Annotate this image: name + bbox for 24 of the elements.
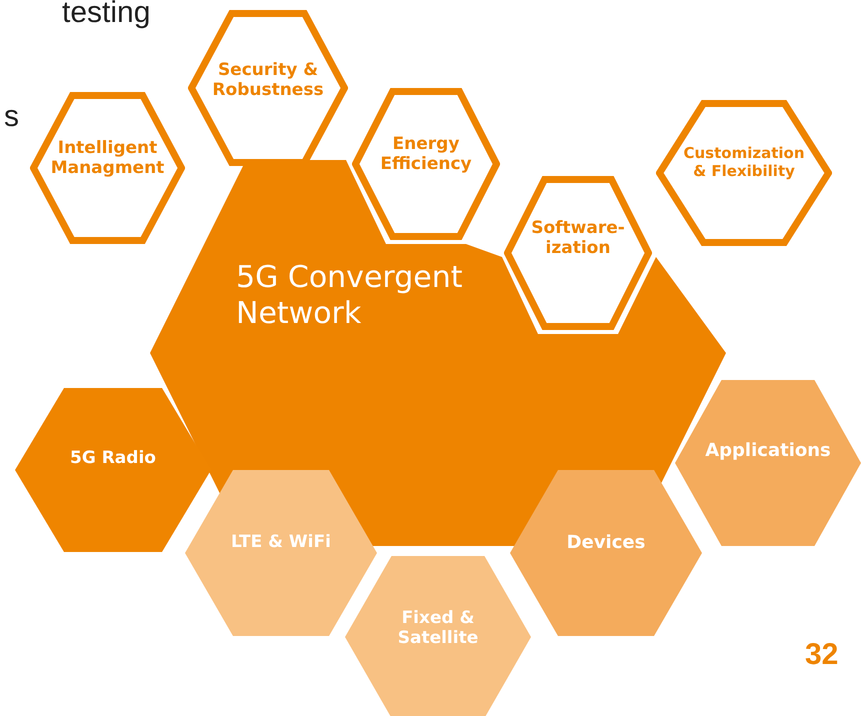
hexagon <box>510 470 702 636</box>
hexagon <box>675 380 861 546</box>
hexagon <box>30 92 185 244</box>
hexagon <box>188 10 348 166</box>
hexagon <box>352 88 500 240</box>
hexagon <box>345 556 531 716</box>
slide-text: s <box>4 100 19 134</box>
hexagon-label: Applications <box>704 440 832 462</box>
page-number: 32 <box>805 638 838 672</box>
hexagon <box>15 388 211 552</box>
hexagon-label: Security & Robustness <box>211 60 325 101</box>
slide-text: testing <box>62 0 150 30</box>
hexagon-label: 5G Radio <box>69 448 157 468</box>
hexagon-label: Fixed & Satellite <box>396 608 480 649</box>
hexagon-label: Customization & Flexibility <box>682 144 806 180</box>
hexagon <box>656 100 832 246</box>
hexagon-label: 5G Convergent Network <box>236 260 464 332</box>
hexagon-label: Software-ization <box>530 218 626 259</box>
hexagon-label: Intelligent Managment <box>50 138 166 179</box>
hexagon-label: Energy Efficiency <box>379 134 473 175</box>
hexagon <box>504 176 652 330</box>
hexagon-label: LTE & WiFi <box>230 532 332 552</box>
hexagon <box>185 470 377 636</box>
hexagon-label: Devices <box>566 532 646 554</box>
